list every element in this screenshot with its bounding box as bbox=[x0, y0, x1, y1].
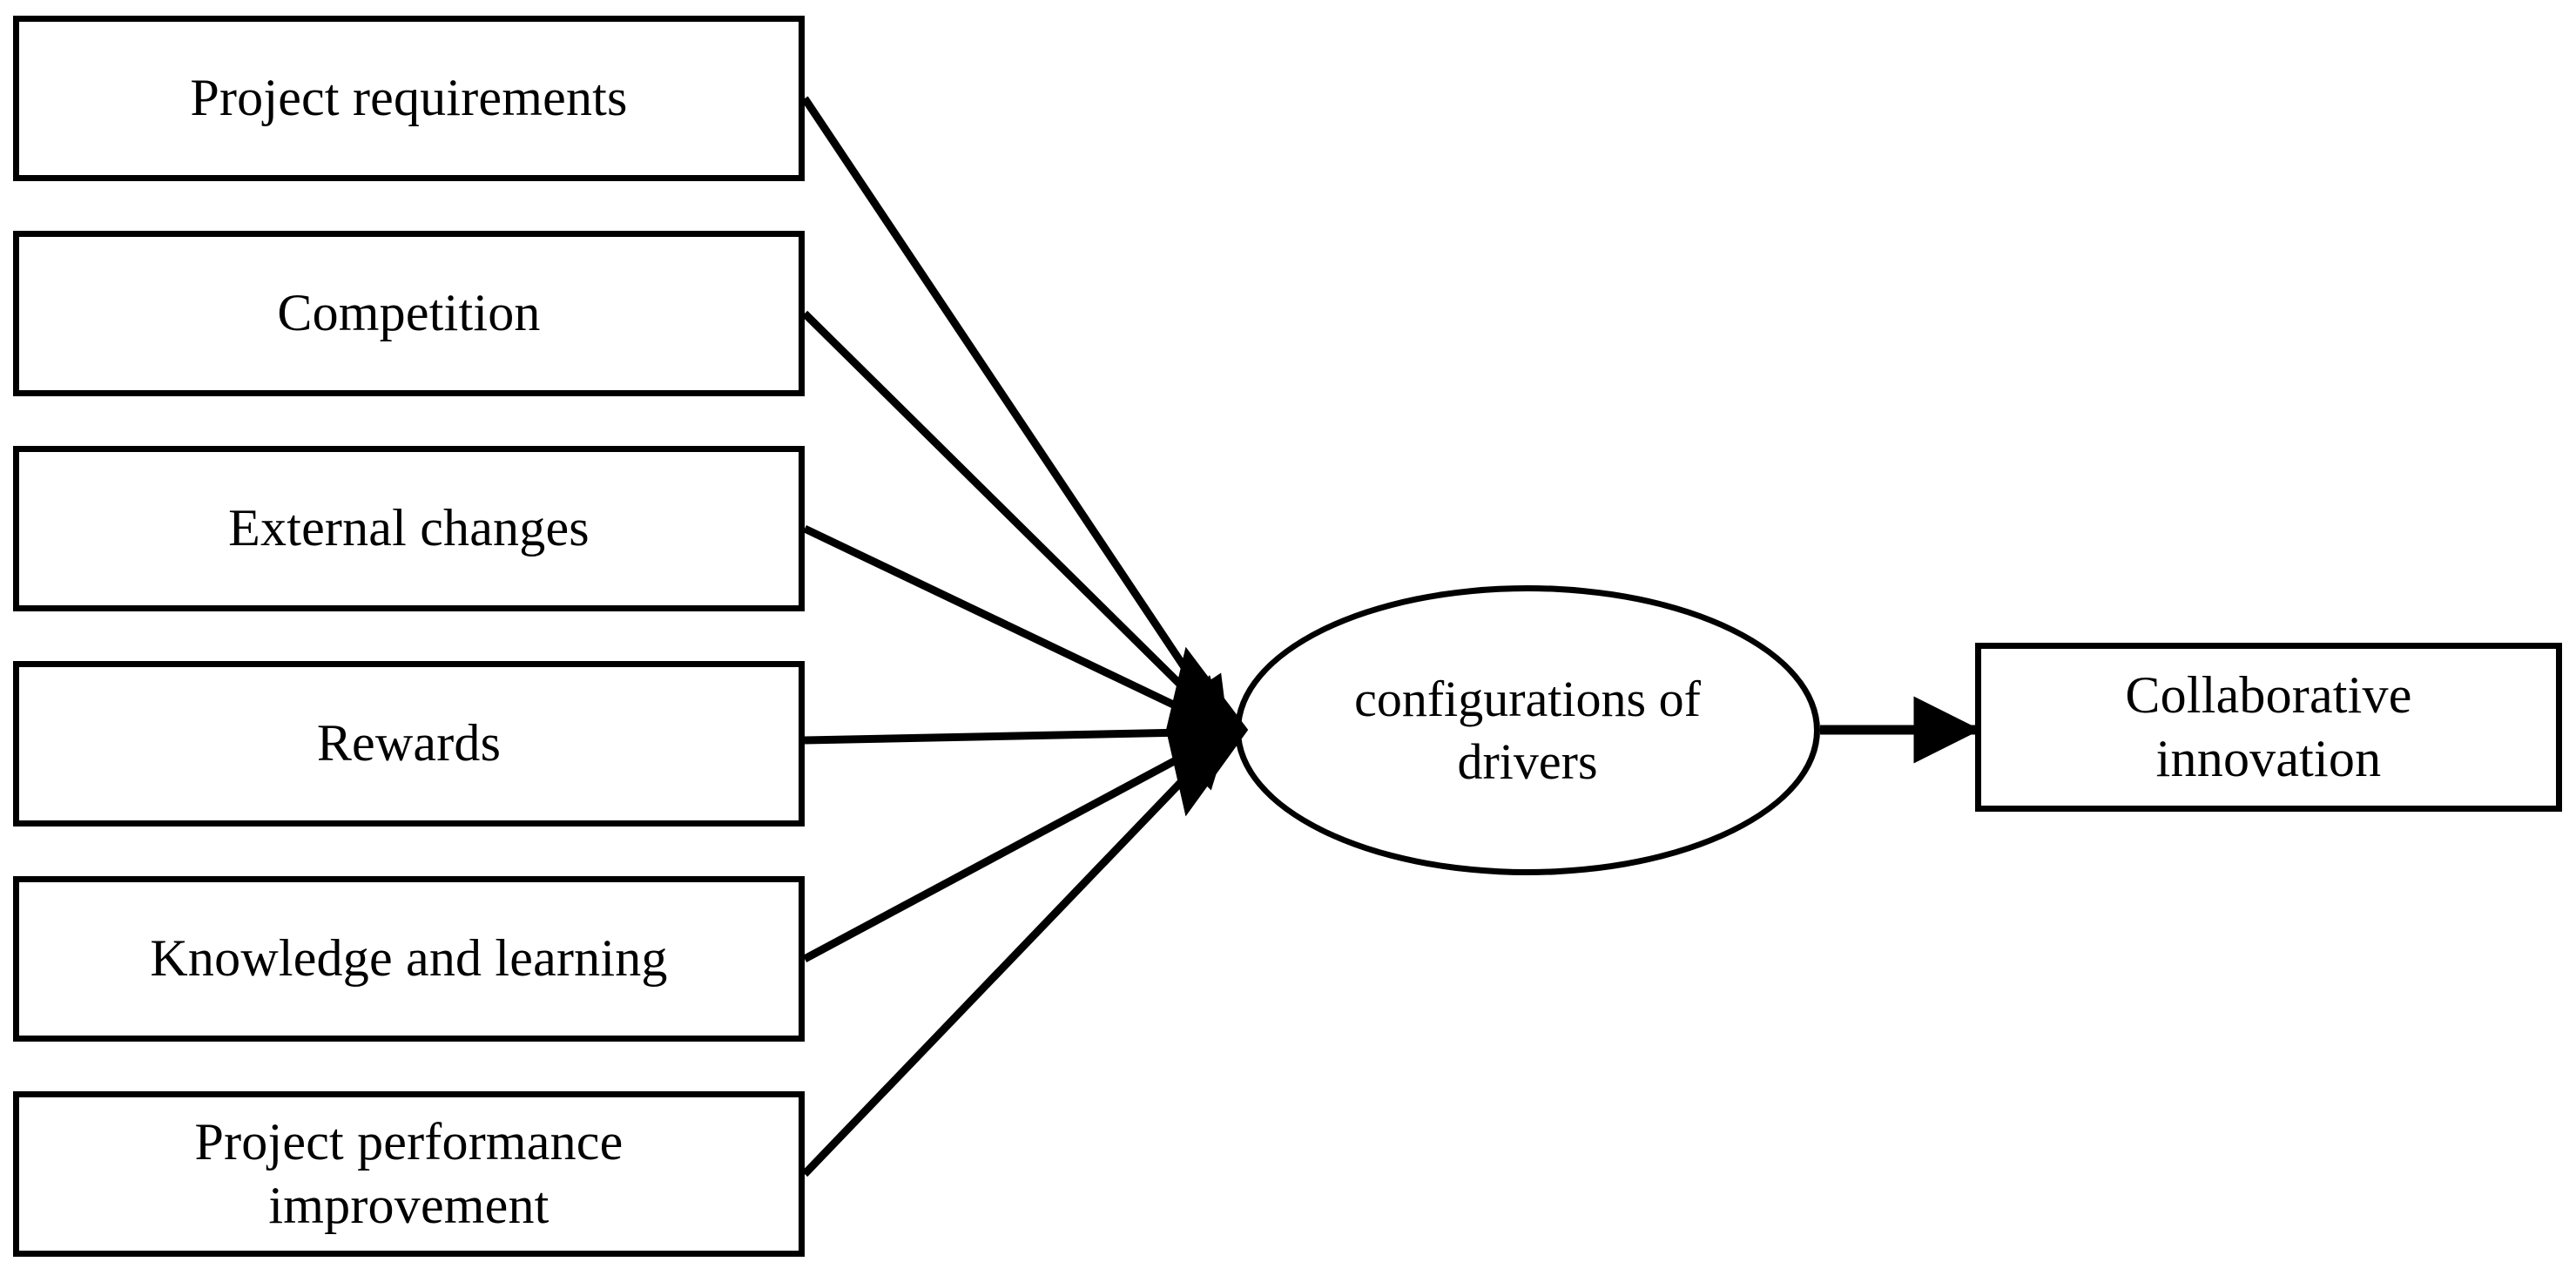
node-competition[interactable]: Competition bbox=[13, 231, 805, 396]
arrowhead-convergence-wedge bbox=[1165, 646, 1249, 817]
node-external-changes[interactable]: External changes bbox=[13, 446, 805, 611]
connector-external-changes bbox=[803, 524, 1231, 734]
node-label-knowledge-and-learning: Knowledge and learning bbox=[150, 929, 668, 988]
node-label-collaborative-innovation: Collaborative innovation bbox=[2125, 665, 2412, 787]
node-project-performance-improvement[interactable]: Project performance improvement bbox=[13, 1091, 805, 1257]
connector-competition bbox=[801, 310, 1230, 733]
node-project-requirements[interactable]: Project requirements bbox=[13, 16, 805, 181]
node-rewards[interactable]: Rewards bbox=[13, 661, 805, 827]
node-label-project-performance-improvement: Project performance improvement bbox=[194, 1112, 624, 1234]
node-collaborative-innovation[interactable]: Collaborative innovation bbox=[1975, 643, 2562, 812]
connector-rewards bbox=[804, 705, 1231, 760]
node-label-competition: Competition bbox=[277, 284, 541, 342]
connector-project-performance-improvement bbox=[801, 732, 1230, 1177]
connector-project-requirements bbox=[801, 96, 1230, 734]
node-knowledge-and-learning[interactable]: Knowledge and learning bbox=[13, 876, 805, 1042]
driver-connector-group bbox=[801, 96, 1231, 1177]
node-label-external-changes: External changes bbox=[228, 499, 590, 557]
node-label-project-requirements: Project requirements bbox=[190, 69, 628, 127]
node-configurations-of-drivers[interactable]: configurations of drivers bbox=[1235, 585, 1820, 875]
connector-knowledge-and-learning bbox=[802, 730, 1231, 962]
node-label-configurations-of-drivers: configurations of drivers bbox=[1354, 670, 1701, 790]
node-label-rewards: Rewards bbox=[316, 714, 502, 773]
